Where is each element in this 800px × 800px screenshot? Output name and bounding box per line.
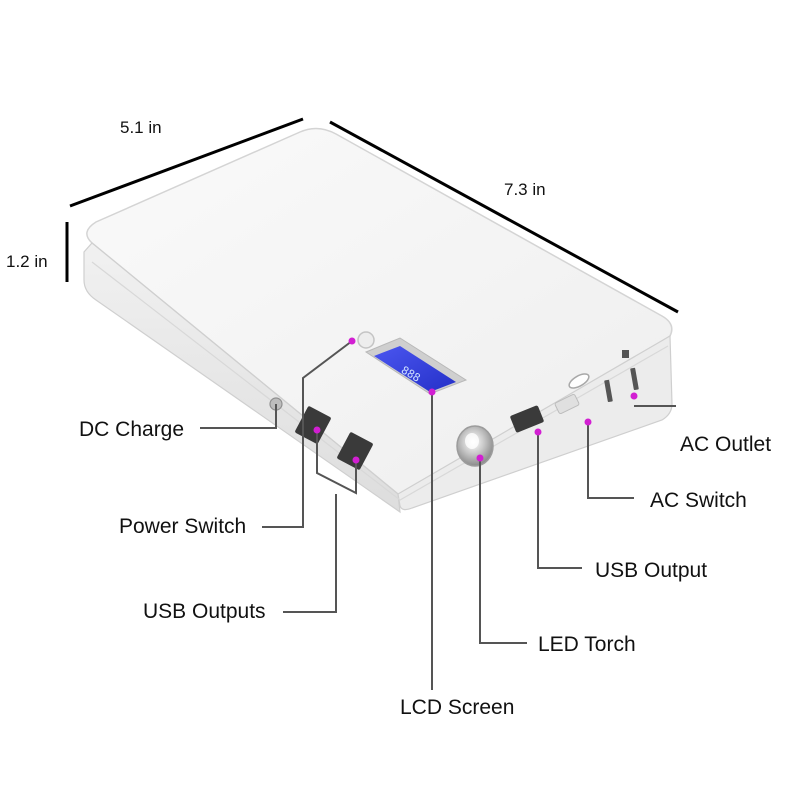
width-dimension-label: 5.1 in	[120, 118, 162, 137]
power-bank-body	[83, 127, 673, 514]
dc-charge-label: DC Charge	[79, 418, 184, 441]
ac-switch-leader	[587, 422, 634, 499]
dc-charge-leader	[200, 404, 277, 429]
ac-switch-label: AC Switch	[650, 489, 747, 512]
power-switch-label: Power Switch	[119, 515, 246, 538]
lcd-screen-marker	[428, 388, 436, 396]
usb-outputs-leader	[283, 494, 337, 613]
usb-output-marker	[534, 428, 542, 436]
led-torch-label: LED Torch	[538, 633, 636, 656]
led-torch-leader	[479, 458, 527, 644]
usb-outputs-branch	[316, 430, 357, 495]
lcd-screen-label: LCD Screen	[400, 696, 514, 719]
lcd-screen-icon: 888	[364, 337, 468, 395]
ac-switch-icon	[554, 393, 580, 415]
leader-lines	[200, 340, 676, 690]
ac-switch-marker	[584, 418, 592, 426]
power-button-icon	[357, 331, 375, 349]
usb-outputs-label: USB Outputs	[143, 600, 266, 623]
power-switch-marker	[348, 337, 356, 345]
length-dimension-label: 7.3 in	[504, 180, 546, 199]
usb-left-marker	[313, 426, 321, 434]
length-dimension-line	[329, 120, 679, 314]
width-dimension-line	[69, 117, 304, 208]
usb-output-label: USB Output	[595, 559, 707, 582]
led-torch-icon	[456, 425, 494, 467]
usb-output-leader	[537, 432, 582, 569]
usb-port-icon	[295, 406, 373, 470]
ac-outlet-marker	[630, 392, 638, 400]
usb-right-marker	[352, 456, 360, 464]
ac-outlet-icon	[604, 350, 639, 403]
height-dimension-label: 1.2 in	[6, 252, 48, 271]
marker-dots	[313, 337, 638, 464]
led-torch-marker	[476, 454, 484, 462]
usb-output-port-icon	[510, 405, 544, 433]
ac-outlet-label: AC Outlet	[680, 433, 771, 456]
power-switch-leader	[262, 340, 353, 528]
